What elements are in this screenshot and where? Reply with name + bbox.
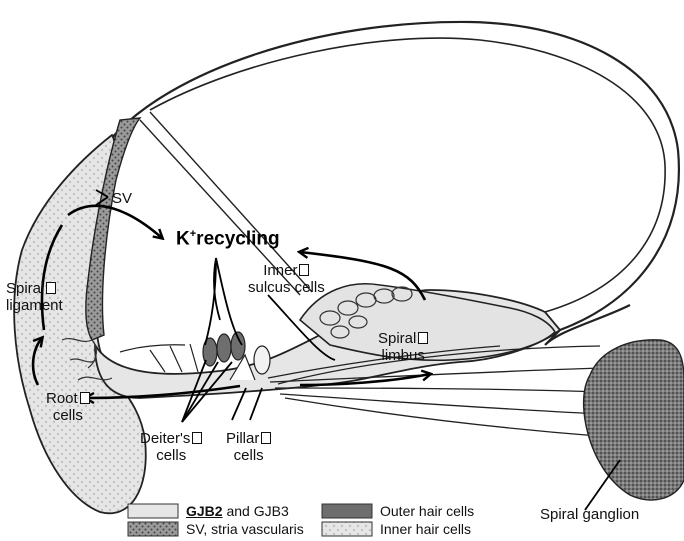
spiral-ligament-label: Spiral ligament (6, 280, 63, 314)
deiters-line-1: Deiter's (140, 430, 203, 447)
stria-vascularis (85, 117, 142, 341)
nerve-fibers (267, 345, 601, 437)
legend-swatch-gjb (127, 503, 179, 519)
organ-of-corti-cells (119, 331, 271, 381)
pillar-word-1: Pillar (226, 430, 260, 447)
k-symbol: K (176, 228, 190, 250)
spiral-limbus-line-1: Spiral (378, 330, 429, 347)
box-glyph (192, 432, 203, 444)
sv-label: SV (112, 190, 132, 207)
root-cells-word-1: Root (46, 390, 78, 407)
deiters-cells-label: Deiter's cells (140, 430, 203, 464)
box-glyph (79, 392, 90, 404)
root-cells-word-2: cells (52, 407, 83, 424)
legend-item-inner-hair: Inner hair cells (380, 520, 471, 538)
spiral-limbus-label: Spiral limbus (378, 330, 429, 364)
root-cells-label: Root cells (46, 390, 90, 424)
spiral-limbus-word-2: limbus (381, 347, 425, 364)
reissner-membrane-inner (139, 111, 313, 296)
deiters-word-1: Deiter's (140, 430, 191, 447)
inner-sulcus-label: Inner sulcus cells (248, 262, 325, 296)
k-recycling-label: K+recycling (176, 228, 280, 250)
spiral-ligament-line-1: Spiral (6, 280, 63, 297)
pillar-cells-label: Pillar cells (226, 430, 272, 464)
legend-swatch-sv (127, 521, 179, 537)
spiral-ligament-word-1: Spiral (6, 280, 45, 297)
recycling-word: recycling (196, 228, 280, 250)
pillar-word-2: cells (233, 447, 264, 464)
legend-swatch-inner-hair (321, 521, 373, 537)
spiral-ligament-word-2: ligament (6, 297, 63, 314)
sv-text: SV (112, 190, 133, 207)
box-glyph (261, 432, 272, 444)
legend-gjb3: and GJB3 (222, 503, 289, 519)
legend-item-sv: SV, stria vascularis (186, 520, 304, 538)
legend-gjb2: GJB2 (186, 503, 223, 519)
inner-sulcus-line-1: Inner (248, 262, 325, 279)
k-superscript: + (189, 228, 197, 240)
root-cells-line-1: Root (46, 390, 90, 407)
legend-gjb-text: GJB2 and GJB3 (186, 503, 289, 519)
pillar-line-1: Pillar (226, 430, 272, 447)
legend-outer-hair-text: Outer hair cells (380, 503, 475, 519)
reissner-membrane (149, 37, 666, 313)
legend-item-outer-hair: Outer hair cells (380, 502, 474, 520)
inner-sulcus-cell-outlines (319, 286, 413, 339)
inner-sulcus-word-2: sulcus cells (248, 279, 325, 296)
recycling-arrows (31, 204, 430, 398)
legend-sv-text: SV, stria vascularis (186, 521, 304, 537)
box-glyph (418, 332, 429, 344)
spiral-ganglion (582, 339, 684, 501)
spiral-limbus-word-1: Spiral (378, 330, 417, 347)
spiral-ganglion-text: Spiral ganglion (540, 506, 640, 523)
deiters-word-2: cells (156, 447, 187, 464)
legend-swatch-outer-hair (321, 503, 373, 519)
root-cell-outlines (61, 337, 113, 381)
spiral-ganglion-label: Spiral ganglion (540, 506, 639, 523)
inner-sulcus-word-1: Inner (263, 262, 298, 279)
leader-lines (95, 189, 621, 511)
legend-inner-hair-text: Inner hair cells (380, 521, 472, 537)
cochlear-duct-outline (109, 20, 680, 346)
legend-item-gjb: GJB2 and GJB3 (186, 502, 289, 520)
box-glyph (299, 264, 310, 276)
box-glyph (46, 282, 57, 294)
